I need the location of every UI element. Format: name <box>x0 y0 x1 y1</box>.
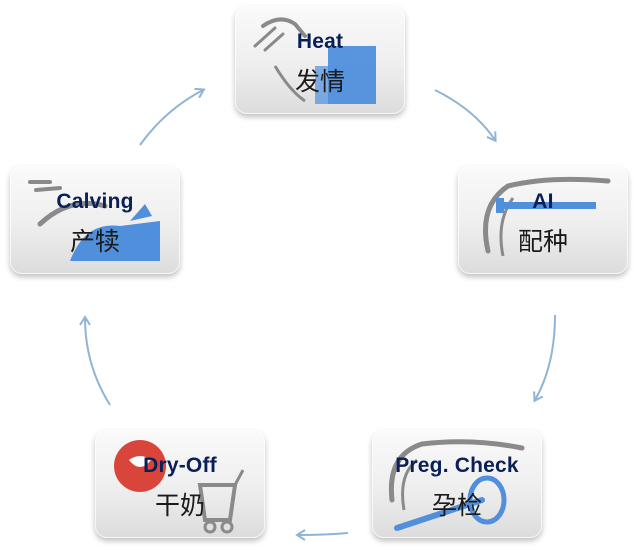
stage-label-en: Preg. Check <box>395 454 519 477</box>
stage-label-zh: 孕检 <box>431 491 482 520</box>
stage-label-zh: 产犊 <box>69 227 120 256</box>
stage-dry-off: Dry-Off 干奶 <box>95 430 265 538</box>
arrow-preg-to-dryoff <box>295 529 349 541</box>
heat-icon <box>253 17 376 104</box>
arrow-ai-to-preg <box>533 314 556 403</box>
stage-label-zh: 干奶 <box>154 491 205 520</box>
calving-icon <box>28 180 160 261</box>
insemination-icon <box>483 176 611 257</box>
stage-ai: AI 配种 <box>458 166 628 274</box>
stage-label-en: Heat <box>296 30 344 53</box>
stage-label-zh: 发情 <box>294 67 345 96</box>
arrow-heat-to-ai <box>434 89 497 143</box>
stage-pregnancy-check: Preg. Check 孕检 <box>372 430 542 538</box>
stage-label-en: Dry-Off <box>143 454 217 477</box>
arrow-dryoff-to-calving <box>79 315 111 406</box>
stage-label-en: AI <box>532 190 554 213</box>
stage-label-zh: 配种 <box>517 227 568 256</box>
arrow-calving-to-heat <box>139 87 206 146</box>
pregnancy-check-icon <box>388 439 525 531</box>
stage-calving: Calving 产犊 <box>10 166 180 274</box>
dry-off-icon <box>114 440 245 534</box>
stage-label-en: Calving <box>56 190 134 213</box>
stage-heat: Heat 发情 <box>235 6 405 114</box>
